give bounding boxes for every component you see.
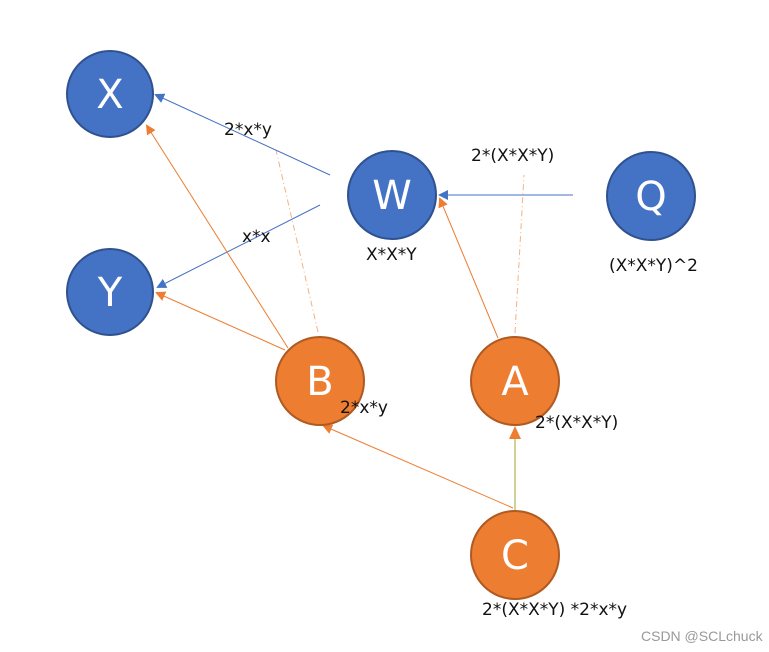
- node-label-w: X*X*Y: [366, 245, 417, 265]
- node-y: Y: [66, 248, 154, 336]
- dashed-guide-b: [275, 149, 319, 333]
- node-label-q: (X*X*Y)^2: [609, 256, 698, 276]
- node-y-letter: Y: [97, 270, 123, 316]
- dashed-guide-a: [514, 174, 525, 334]
- node-label-a: 2*(X*X*Y): [535, 413, 618, 433]
- edge-w-to-y: [156, 204, 321, 288]
- node-q-letter: Q: [635, 174, 666, 220]
- node-q: Q: [606, 151, 696, 241]
- edge-c-to-b: [322, 424, 514, 509]
- node-x: X: [66, 50, 154, 138]
- watermark: CSDN @SCLchuck: [641, 628, 764, 644]
- node-c: C: [470, 510, 560, 600]
- node-label-b: 2*x*y: [340, 398, 388, 418]
- node-label-c: 2*(X*X*Y) *2*x*y: [482, 600, 627, 620]
- edge-c-to-a-arrowhead: [509, 426, 521, 439]
- node-w: W: [347, 150, 437, 240]
- edge-label-w-to-x: 2*x*y: [224, 120, 272, 140]
- node-a: A: [470, 336, 560, 426]
- node-b-letter: B: [306, 359, 333, 405]
- node-c-letter: C: [501, 533, 529, 579]
- edge-b-to-y: [155, 291, 286, 351]
- node-b: B: [275, 336, 365, 426]
- edge-a-to-w: [438, 197, 499, 339]
- edge-b-to-x: [145, 124, 289, 349]
- node-a-letter: A: [501, 359, 529, 405]
- node-x-letter: X: [96, 72, 123, 118]
- edge-label-w-to-y: x*x: [242, 227, 271, 247]
- node-w-letter: W: [372, 173, 412, 219]
- edge-w-to-x: [154, 93, 331, 176]
- edge-label-q-to-w: 2*(X*X*Y): [471, 146, 554, 166]
